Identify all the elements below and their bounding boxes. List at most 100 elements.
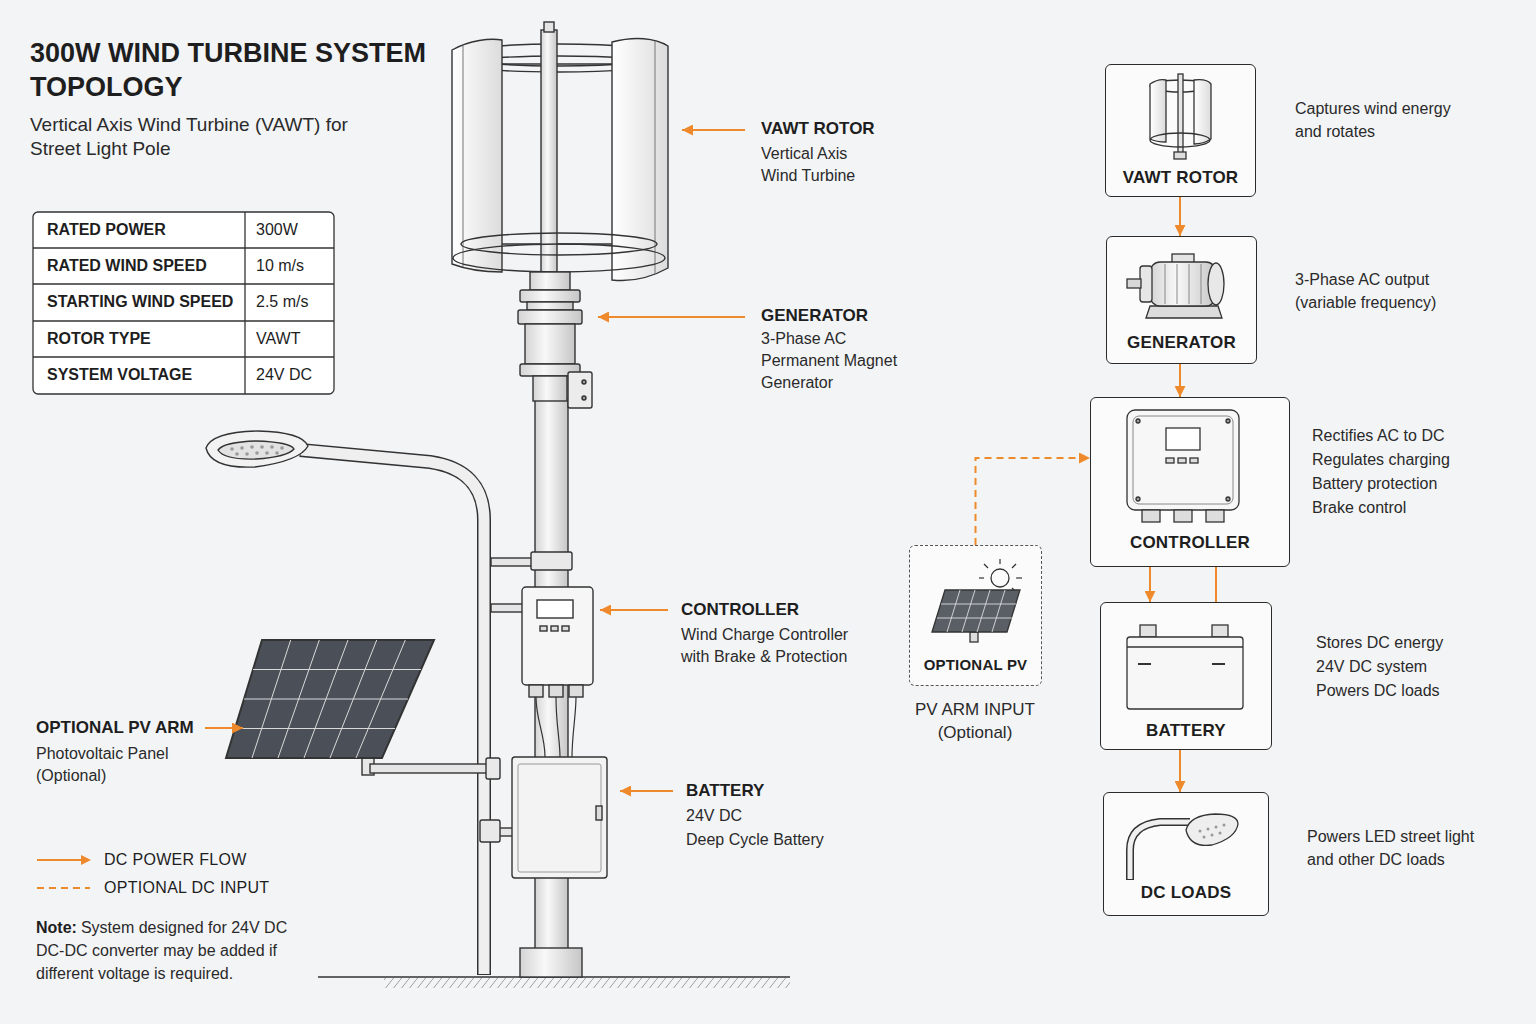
battery-icon [1127,637,1243,709]
lamp-icon [1199,830,1202,833]
box-label: VAWT ROTOR [1123,168,1239,188]
vawt-rotor [541,30,557,292]
controller-icon [1226,419,1230,423]
pole-controller [529,685,543,697]
generator [525,324,575,364]
pv-icon [932,559,1022,642]
generator-icon [1177,264,1178,304]
lamp-icon [1223,824,1226,827]
box-label: CONTROLLER [1130,533,1250,553]
lamp-head [230,445,284,456]
callout-text: Wind Charge Controller with Brake & Prot… [681,624,871,668]
pv-icon [979,559,1022,592]
rotor-icon [1178,74,1183,158]
lamp-icon [1130,822,1190,879]
spec-table [244,212,245,394]
vawt-rotor [502,63,541,64]
battery-icon [1140,625,1156,637]
pole-controller [522,587,593,757]
generator-icon [1201,264,1202,304]
pv-icon [941,604,1016,605]
lamp-head [270,445,274,449]
pole-controller [569,685,583,697]
lamp-icon [1186,814,1238,845]
callout-arrow [682,129,745,131]
step-description: 24V DC system [1316,655,1427,678]
power-flow-arrow [1179,197,1181,236]
lamp-icon [1207,828,1210,831]
pv-panel [370,764,490,773]
spec-table [33,212,334,394]
box-fill [1103,792,1269,916]
lamp-head [245,452,249,456]
generator-icon [1146,306,1222,318]
controller-icon [1206,510,1224,522]
title: 300W WIND TURBINE SYSTEM TOPOLOGY [30,36,470,104]
spec-table [33,283,334,284]
lamp-head [260,445,264,449]
box-fill [909,64,1290,916]
pole-controller [522,587,593,685]
table-key: RATED WIND SPEED [47,257,207,275]
generator-icon [1140,266,1152,302]
pv-panel [486,758,500,779]
table-value: 10 m/s [256,257,304,275]
pv-icon [979,577,984,578]
lamp-head [206,431,308,467]
vawt-rotor [655,41,656,274]
lamp-icon [1203,836,1206,839]
rotor-icon [1174,152,1186,159]
pv-icon [992,590,1005,632]
vawt-rotor [544,22,554,32]
generator [582,396,586,400]
legend-text: DC POWER FLOW [104,851,247,869]
box-fill [1106,236,1257,364]
pv-panel [226,640,434,758]
pv-panel [252,640,291,758]
callout-title: VAWT ROTOR [761,118,875,140]
subtitle: Vertical Axis Wind Turbine (VAWT) for St… [30,113,365,161]
pole-battery [596,806,602,820]
lamp-head [255,451,259,455]
pole [491,558,535,566]
generator [518,310,582,324]
step-description: Powers LED street light and other DC loa… [1307,825,1497,871]
pv-icon [962,590,975,632]
legend-row: OPTIONAL DC INPUT [37,878,269,898]
pole-controller [536,697,545,757]
controller-icon [1178,458,1186,463]
lamp-icon [1219,832,1222,835]
callout-text: 3-Phase AC Permanent Magnet Generator [761,328,911,394]
box-label: OPTIONAL PV [924,656,1028,673]
legend-arrowhead [81,855,91,865]
pv-icon [991,569,1009,587]
rotor-icon [1150,74,1211,159]
callout-arrow [620,790,673,792]
callout-title: OPTIONAL PV ARM [36,717,194,739]
optional-flow-arrow [976,458,1091,545]
spec-table [33,247,334,248]
lamp-head [240,446,244,450]
pv-icon [937,590,1016,632]
rotor-icon [1150,133,1210,147]
lamp-head [230,447,234,451]
optional-input-box: OPTIONAL PV [909,545,1042,686]
callout-title: CONTROLLER [681,599,799,621]
lamp-head [218,441,294,459]
generator [533,376,567,401]
lamp-head [206,431,308,467]
vawt-rotor [463,46,464,267]
process-box: BATTERY [1100,602,1272,750]
table-value: 300W [256,221,298,239]
callout-text: Vertical Axis Wind Turbine [761,143,879,187]
generator [530,272,570,290]
generator-icon [1208,263,1224,305]
callout-text: Deep Cycle Battery [686,829,824,851]
ground [318,977,790,988]
process-box: VAWT ROTOR [1105,64,1256,197]
box-label: DC LOADS [1141,883,1231,903]
step-description: Captures wind energy and rotates [1295,97,1475,143]
pole-controller [562,626,569,631]
pv-icon [999,559,1000,564]
callout-title: BATTERY [686,780,764,802]
